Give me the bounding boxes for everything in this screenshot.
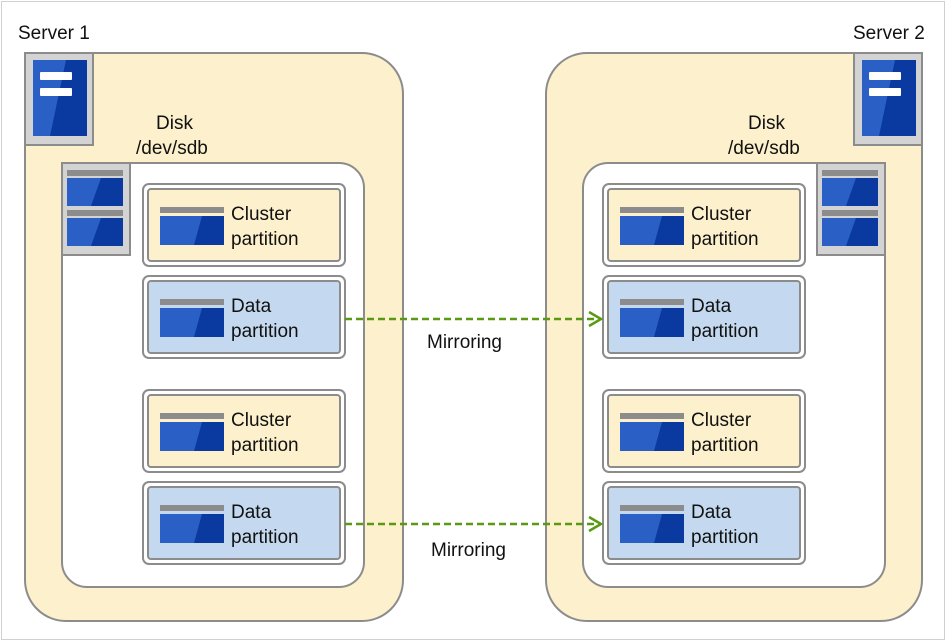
disk-stack-icon bbox=[67, 170, 123, 246]
server-1-tile bbox=[24, 52, 94, 146]
mirroring-label-1: Mirroring bbox=[427, 332, 502, 353]
partition-drive-icon bbox=[160, 505, 224, 543]
mirroring-arrow bbox=[345, 310, 604, 328]
partition-label: Data partition bbox=[231, 296, 299, 342]
partition-label: Cluster partition bbox=[231, 204, 299, 250]
server-icon bbox=[862, 60, 916, 136]
partition-drive-icon bbox=[160, 207, 224, 245]
server-1-disk-label-line1: Disk bbox=[156, 113, 193, 134]
server-1-data-partition: Data partition bbox=[142, 481, 346, 565]
server-1-disk-label-line2: /dev/sdb bbox=[136, 138, 208, 159]
server-1-disk-tile bbox=[61, 162, 131, 256]
server-2-data-partition: Data partition bbox=[602, 481, 806, 565]
server-2-disk-tile bbox=[816, 162, 886, 256]
server-2-disk-label-line1: Disk bbox=[748, 113, 785, 134]
server-icon bbox=[33, 60, 87, 136]
partition-drive-icon bbox=[160, 299, 224, 337]
server-2-tile bbox=[853, 52, 923, 146]
server-1-data-partition: Data partition bbox=[142, 275, 346, 359]
server-2-cluster-partition: Cluster partition bbox=[602, 389, 806, 473]
server-2-data-partition: Data partition bbox=[602, 275, 806, 359]
server-1-label: Server 1 bbox=[18, 23, 90, 44]
partition-label: Cluster partition bbox=[691, 410, 759, 456]
partition-label: Cluster partition bbox=[231, 410, 299, 456]
partition-label: Data partition bbox=[691, 296, 759, 342]
server-2-label: Server 2 bbox=[853, 23, 925, 44]
server-2-cluster-partition: Cluster partition bbox=[602, 183, 806, 267]
partition-label: Data partition bbox=[691, 502, 759, 548]
partition-label: Cluster partition bbox=[691, 204, 759, 250]
mirroring-label-2: Mirroring bbox=[431, 540, 506, 561]
partition-drive-icon bbox=[620, 505, 684, 543]
server-1-cluster-partition: Cluster partition bbox=[142, 389, 346, 473]
partition-drive-icon bbox=[620, 413, 684, 451]
partition-drive-icon bbox=[620, 207, 684, 245]
partition-label: Data partition bbox=[231, 502, 299, 548]
server-2-disk-label-line2: /dev/sdb bbox=[728, 138, 800, 159]
server-1-cluster-partition: Cluster partition bbox=[142, 183, 346, 267]
partition-drive-icon bbox=[620, 299, 684, 337]
mirroring-arrow bbox=[345, 515, 604, 533]
partition-drive-icon bbox=[160, 413, 224, 451]
disk-stack-icon bbox=[822, 170, 878, 246]
